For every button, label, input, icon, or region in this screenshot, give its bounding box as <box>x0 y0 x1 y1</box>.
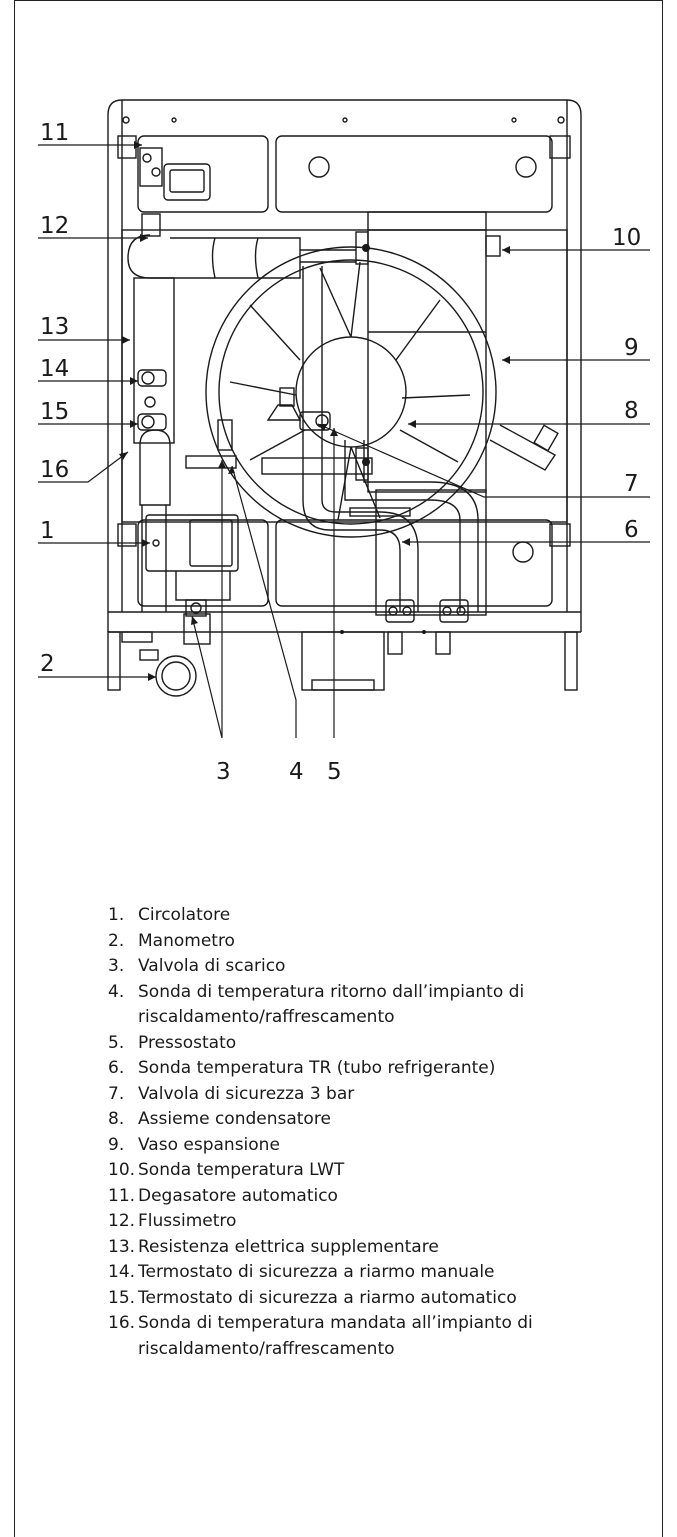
left-leg <box>107 631 121 691</box>
legend-number: 9. <box>108 1134 125 1155</box>
legend-text: Termostato di sicurezza a riarmo manuale <box>138 1262 495 1282</box>
condenser-assembly <box>367 211 487 493</box>
legend-item: 6. Sonda temperatura TR (tubo refrigerant… <box>108 1056 648 1082</box>
legend-number: 7. <box>108 1083 125 1104</box>
legend-number: 15. <box>108 1287 136 1308</box>
hydraulic-unit-diagram: 11 12 13 14 15 16 1 2 3 4 5 6 7 8 9 10 <box>38 99 650 785</box>
legend-number: 11. <box>108 1185 136 1206</box>
callout-5: 5 <box>327 759 342 785</box>
legend-text: Sonda di temperatura ritorno dall’impian… <box>138 981 525 1028</box>
leader-3 <box>191 460 223 739</box>
callout-14: 14 <box>40 356 69 382</box>
legend-item: 3. Valvola di scarico <box>108 954 648 980</box>
legend-text: Termostato di sicurezza a riarmo automat… <box>138 1287 517 1308</box>
legend-item: 4. Sonda di temperatura ritorno dall’impi… <box>108 980 648 1031</box>
legend-number: 5. <box>108 1032 125 1053</box>
legend-text: Pressostato <box>138 1032 237 1053</box>
legend-item: 5. Pressostato <box>108 1031 648 1057</box>
callout-7: 7 <box>624 471 639 497</box>
legend-item: 10.Sonda temperatura LWT <box>108 1158 648 1184</box>
page-frame <box>14 0 663 1537</box>
legend-number: 4. <box>108 981 125 1002</box>
circulator <box>145 514 239 572</box>
callout-2: 2 <box>40 651 55 677</box>
legend-text: Flussimetro <box>138 1211 237 1231</box>
legend-number: 13. <box>108 1236 136 1257</box>
legend-number: 8. <box>108 1109 125 1129</box>
callout-11: 11 <box>40 120 69 146</box>
legend-number: 3. <box>108 956 125 976</box>
legend-item: 11.Degasatore automatico <box>108 1184 648 1210</box>
legend-item: 2. Manometro <box>108 929 648 955</box>
legend-text: Manometro <box>138 930 235 951</box>
legend-item: 12.Flussimetro <box>108 1209 648 1235</box>
legend-number: 14. <box>108 1262 136 1282</box>
callout-6: 6 <box>624 517 639 543</box>
cabinet-outline <box>107 99 582 633</box>
callout-1: 1 <box>40 518 55 544</box>
legend-number: 6. <box>108 1058 125 1078</box>
legend-text: Sonda temperatura TR (tubo refrigerante) <box>138 1058 496 1078</box>
legend-text: Degasatore automatico <box>138 1185 338 1206</box>
legend-text: Resistenza elettrica supplementare <box>138 1236 439 1257</box>
legend-item: 7. Valvola di sicurezza 3 bar <box>108 1082 648 1108</box>
callout-16: 16 <box>40 457 69 483</box>
right-leg <box>564 631 578 691</box>
callout-4: 4 <box>289 759 304 785</box>
fan-outer <box>205 246 497 538</box>
legend-item: 1. Circolatore <box>108 903 648 929</box>
callout-3: 3 <box>216 759 231 785</box>
legend-number: 1. <box>108 905 125 925</box>
legend-number: 12. <box>108 1211 136 1231</box>
legend-item: 16.Sonda di temperatura mandata all’impi… <box>108 1311 648 1362</box>
legend-text: Circolatore <box>138 905 231 925</box>
legend-item: 15.Termostato di sicurezza a riarmo auto… <box>108 1286 648 1312</box>
legend-list: 1. Circolatore 2. Manometro 3. Valvola di s… <box>108 903 648 1362</box>
leader-16 <box>38 451 129 483</box>
callout-9: 9 <box>624 335 639 361</box>
manometer <box>155 655 197 697</box>
legend-text: Sonda di temperatura mandata all’impiant… <box>138 1313 533 1359</box>
legend-text: Vaso espansione <box>138 1134 280 1155</box>
callout-13: 13 <box>40 314 69 340</box>
callout-15: 15 <box>40 399 69 425</box>
leader-7 <box>317 423 650 498</box>
leader-4 <box>231 465 297 738</box>
callout-12: 12 <box>40 213 69 239</box>
legend-text: Assieme condensatore <box>138 1109 331 1129</box>
legend-text: Valvola di scarico <box>138 956 286 976</box>
electric-resistor <box>133 277 175 444</box>
callout-10: 10 <box>612 225 641 251</box>
legend-number: 16. <box>108 1313 136 1333</box>
callout-8: 8 <box>624 398 639 424</box>
legend-text: Valvola di sicurezza 3 bar <box>138 1083 355 1104</box>
legend-item: 9. Vaso espansione <box>108 1133 648 1159</box>
legend-text: Sonda temperatura LWT <box>138 1160 345 1180</box>
legend-item: 13.Resistenza elettrica supplementare <box>108 1235 648 1261</box>
legend-number: 2. <box>108 930 125 951</box>
legend-number: 10. <box>108 1160 136 1180</box>
fan-blades <box>229 261 471 521</box>
legend-item: 8. Assieme condensatore <box>108 1107 648 1133</box>
legend-item: 14.Termostato di sicurezza a riarmo manu… <box>108 1260 648 1286</box>
